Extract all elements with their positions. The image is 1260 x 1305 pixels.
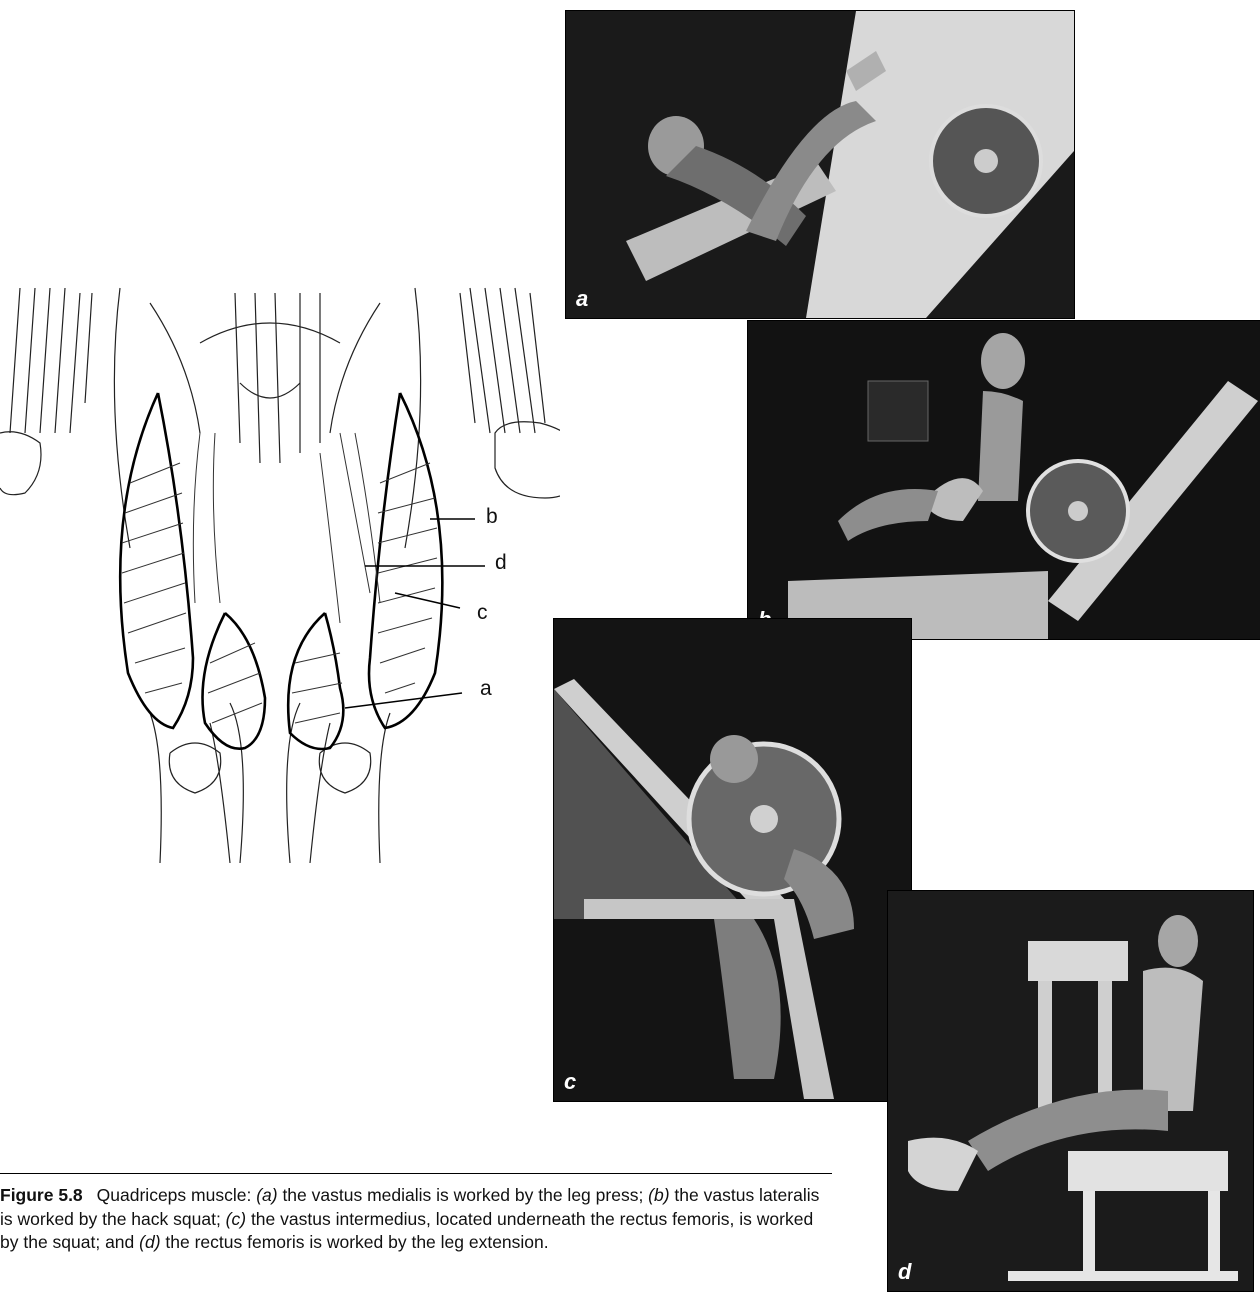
caption-text-2: the vastus medialis is worked by the leg…: [278, 1185, 649, 1205]
leg-extension-illustration: [888, 891, 1253, 1291]
caption-text-1: Quadriceps muscle:: [97, 1185, 257, 1205]
leg-press-illustration: [566, 11, 1074, 318]
caption-mark-c: (c): [226, 1209, 246, 1229]
figure-label: Figure 5.8: [0, 1185, 83, 1205]
callout-c: c: [477, 601, 488, 625]
photo-hack-squat: b: [747, 320, 1260, 640]
squat-illustration: [554, 619, 911, 1101]
caption-mark-b: (b): [648, 1185, 669, 1205]
callout-b: b: [486, 505, 498, 529]
quadriceps-diagram: b d c a: [0, 283, 560, 868]
photo-label-d: d: [898, 1259, 911, 1285]
photo-squat: c: [553, 618, 912, 1102]
caption-text-5: the rectus femoris is worked by the leg …: [161, 1232, 549, 1252]
callout-d: d: [495, 551, 507, 575]
photo-label-c: c: [564, 1069, 576, 1095]
callout-a: a: [480, 677, 492, 701]
quadriceps-drawing: [0, 283, 560, 868]
photo-label-a: a: [576, 286, 588, 312]
caption-mark-d: (d): [139, 1232, 160, 1252]
figure-caption: Figure 5.8 Quadriceps muscle: (a) the vas…: [0, 1173, 832, 1255]
hack-squat-illustration: [748, 321, 1260, 639]
caption-mark-a: (a): [256, 1185, 277, 1205]
photo-leg-press: a: [565, 10, 1075, 319]
photo-leg-extension: d: [887, 890, 1254, 1292]
